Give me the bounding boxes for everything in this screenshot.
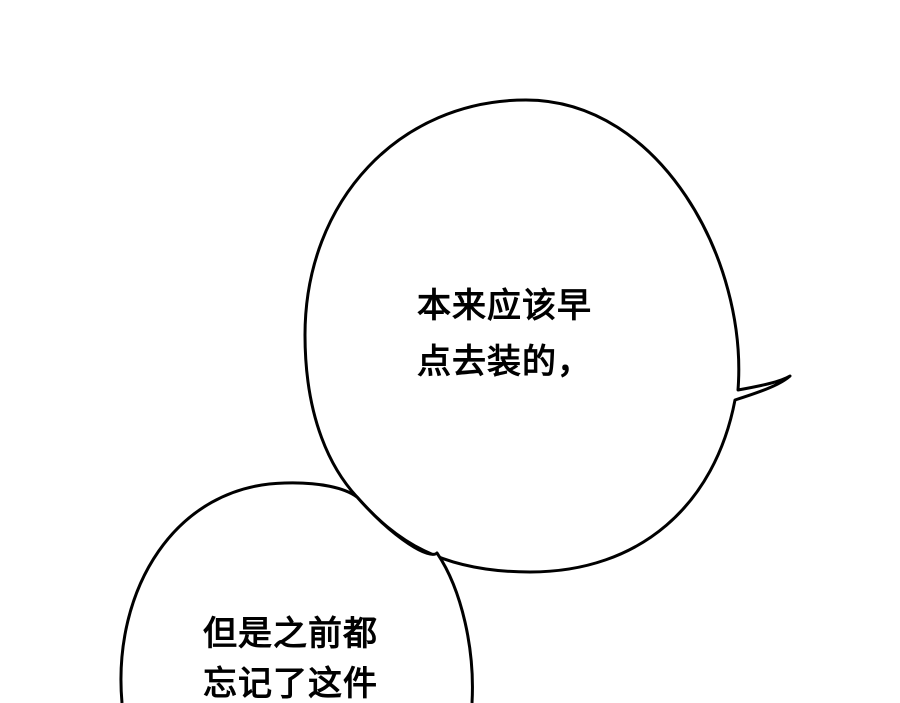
- bubble-line: 本来应该早: [417, 286, 592, 326]
- speech-bubble-upper: [303, 98, 792, 574]
- bubble-line: 点去装的，: [417, 342, 592, 382]
- speech-bubble-lower: [119, 481, 474, 703]
- bubble-line: 忘记了这件: [203, 664, 378, 703]
- bubble-text-lower: 但是之前都 忘记了这件: [203, 617, 378, 701]
- bubble-line: 但是之前都: [203, 614, 378, 654]
- bubble-text-upper: 本来应该早 点去装的，: [417, 289, 592, 379]
